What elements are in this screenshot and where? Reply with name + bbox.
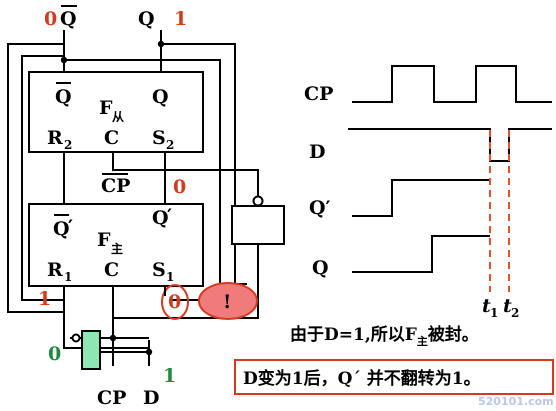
timing-label-cp: CP: [304, 83, 333, 105]
s1-highlight: [161, 284, 189, 320]
input-gate-bubble: [71, 333, 81, 343]
master-name: F: [97, 229, 111, 251]
conclusion-text: D变为1后，Q´ 并不翻转为1。: [243, 368, 481, 389]
slave-s-sub: 2: [166, 138, 174, 152]
slave-c-label: C: [104, 127, 119, 149]
q-output-label: Q: [138, 8, 155, 30]
output-q: Q 1: [138, 8, 187, 30]
d-input-value: 1: [163, 365, 176, 387]
master-qbar-prime: ′: [68, 216, 73, 238]
qprime-waveform: [352, 179, 490, 217]
r1-value: 1: [38, 288, 51, 310]
inverter-gate: [231, 205, 285, 245]
slave-r-label: R: [47, 127, 63, 149]
cp-waveform: [352, 65, 552, 103]
input-gate: [81, 330, 101, 370]
master-name-sub: 主: [111, 241, 123, 256]
master-qbar-label: Q: [53, 218, 70, 240]
q-waveform: [352, 235, 490, 273]
qprime-value: 0: [173, 176, 186, 198]
conclusion-box: [234, 359, 554, 395]
s1-value: 0: [168, 291, 181, 313]
output-qbar: 0 Q: [44, 5, 77, 30]
master-c-label: C: [104, 259, 119, 281]
inverter-bubble: [252, 195, 264, 207]
t2-sub: 2: [511, 306, 519, 320]
explanation-suffix: 被封。: [428, 324, 479, 345]
cpbar-label: CP: [101, 175, 130, 197]
timing-label-d: D: [309, 141, 325, 163]
master-s-label: S: [152, 259, 166, 281]
slave-name: F: [99, 97, 113, 119]
explanation-sub: 主: [417, 334, 428, 348]
watermark: 520101.com: [478, 395, 554, 408]
t1-label: t: [482, 295, 491, 317]
explanation-note: 由于D=1,所以F主被封。: [290, 324, 479, 348]
master-q-label: Q: [152, 207, 169, 229]
master-r-label: R: [47, 259, 63, 281]
slave-qbar-label: Q: [55, 86, 72, 108]
master-block: [28, 203, 204, 287]
timing-label-qprime: Q′: [309, 197, 331, 219]
explanation-prefix: 由于D=1,所以F: [290, 324, 417, 345]
master-q-prime: ′: [167, 205, 172, 227]
d-waveform: [348, 128, 552, 162]
slave-r-sub: 2: [64, 138, 72, 152]
gate-input-value: 0: [48, 343, 61, 365]
alert-badge: [198, 282, 258, 320]
timing-diagram: CP D Q′ Q t 1 t 2: [304, 65, 552, 320]
qbar-output-value: 0: [44, 8, 57, 30]
cp-input-label: CP: [97, 387, 126, 409]
q-output-value: 1: [174, 8, 187, 30]
alert-mark: !: [223, 291, 231, 313]
slave-block: [28, 71, 204, 153]
t2-label: t: [503, 295, 512, 317]
d-input-label: D: [143, 387, 159, 409]
master-s-sub: 1: [166, 270, 174, 284]
master-r-sub: 1: [64, 270, 72, 284]
slave-name-sub: 从: [112, 110, 124, 124]
t1-sub: 1: [490, 306, 498, 320]
slave-s-label: S: [152, 127, 166, 149]
slave-q-label: Q: [152, 86, 169, 108]
qbar-output-label: Q: [60, 8, 77, 30]
timing-label-q: Q: [312, 257, 329, 279]
